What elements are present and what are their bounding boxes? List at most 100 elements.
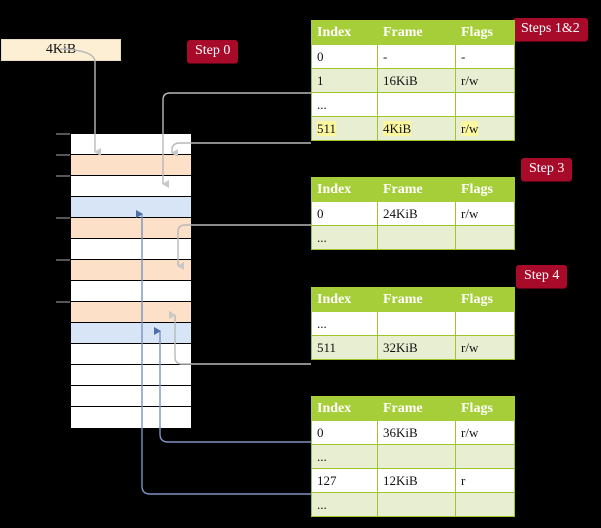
table-cell: ... [311,311,378,336]
table-cell: 24KiB [377,201,456,226]
memory-row-tick [56,217,70,219]
table-cell: - [455,44,515,69]
table-cell: 511 [311,335,378,360]
table-row: ... [311,92,515,117]
cell-value: 4KiB [383,120,412,136]
table-cell: ... [311,444,378,469]
cell-value: 24KiB [383,205,418,221]
table-cell: 511 [311,116,378,141]
badge-step-3: Step 3 [521,158,573,181]
table-row: ... [311,444,515,469]
column-header-frame: Frame [377,20,456,45]
memory-row-tick [56,133,70,135]
table-cell [377,492,456,517]
memory-row [71,134,191,155]
table-row: 511 4KiB r/w [311,116,515,141]
memory-row [71,302,191,323]
source-frame-label: 4KiB [45,42,77,57]
badge-label: Step 0 [195,43,231,58]
cell-value: 1 [317,72,324,88]
cell-value: ... [317,496,327,512]
table-cell [455,92,515,117]
table-cell [377,444,456,469]
table-cell: ... [311,92,378,117]
wire-step2 [171,142,311,157]
cell-value: r [461,472,466,488]
wire-step4 [169,311,311,365]
table-cell: r/w [455,201,515,226]
table-cell: r/w [455,68,515,93]
column-header-index: Index [311,177,378,202]
badge-label: Steps 1&2 [521,21,580,36]
badge-label: Step 3 [529,161,565,176]
table-cell: r/w [455,116,515,141]
table-row: 127 12KiB r [311,468,515,493]
memory-row [71,281,191,302]
table-cell [377,92,456,117]
cell-value: ... [317,229,327,245]
source-frame-box: 4KiB [1,39,121,61]
column-header-frame: Frame [377,287,456,312]
column-header-frame: Frame [377,396,456,421]
table-cell: 0 [311,420,378,445]
table-cell [455,225,515,250]
memory-row-tick [56,259,70,261]
table-cell: ... [311,225,378,250]
cell-value: r/w [461,72,479,88]
table-cell [455,311,515,336]
wire-step3 [177,224,311,270]
memory-row [71,260,191,281]
cell-value: 0 [317,424,324,440]
column-header-flags: Flags [455,396,515,421]
badge-step-4: Step 4 [516,265,568,288]
table-row: 511 32KiB r/w [311,335,515,360]
cell-value: r/w [461,339,479,355]
column-header-flags: Flags [455,177,515,202]
table-row: ... [311,225,515,250]
table-row: 0 24KiB r/w [311,201,515,226]
table-cell: 4KiB [377,116,456,141]
table-cell: 16KiB [377,68,456,93]
cell-value: r/w [461,424,479,440]
cell-value: r/w [461,205,479,221]
cell-value: 127 [317,472,337,488]
table-cell: 0 [311,201,378,226]
column-header-flags: Flags [455,287,515,312]
table-cell: - [377,44,456,69]
memory-row-tick [56,301,70,303]
cell-value: - [383,48,388,64]
table-cell [377,225,456,250]
cell-value: 36KiB [383,424,418,440]
table-cell: 32KiB [377,335,456,360]
memory-row-tick [56,175,70,177]
badge-steps-1-2: Steps 1&2 [513,18,588,41]
badge-step-0: Step 0 [187,40,239,63]
table-cell [455,444,515,469]
memory-row [71,197,191,218]
memory-row [71,218,191,239]
table-cell [455,492,515,517]
table-row: ... [311,492,515,517]
table-cell: 1 [311,68,378,93]
cell-value: - [461,48,466,64]
cell-value: 511 [317,339,337,355]
memory-row [71,386,191,407]
memory-row [71,176,191,197]
memory-row-tick [56,154,70,156]
table-cell: r/w [455,420,515,445]
cell-value: ... [317,96,327,112]
column-header-frame: Frame [377,177,456,202]
cell-value: 16KiB [383,72,418,88]
cell-value: r/w [461,120,479,136]
memory-row [71,365,191,386]
cell-value: ... [317,448,327,464]
column-header-index: Index [311,20,378,45]
cell-value: ... [317,315,327,331]
cell-value: 12KiB [383,472,418,488]
memory-row [71,344,191,365]
